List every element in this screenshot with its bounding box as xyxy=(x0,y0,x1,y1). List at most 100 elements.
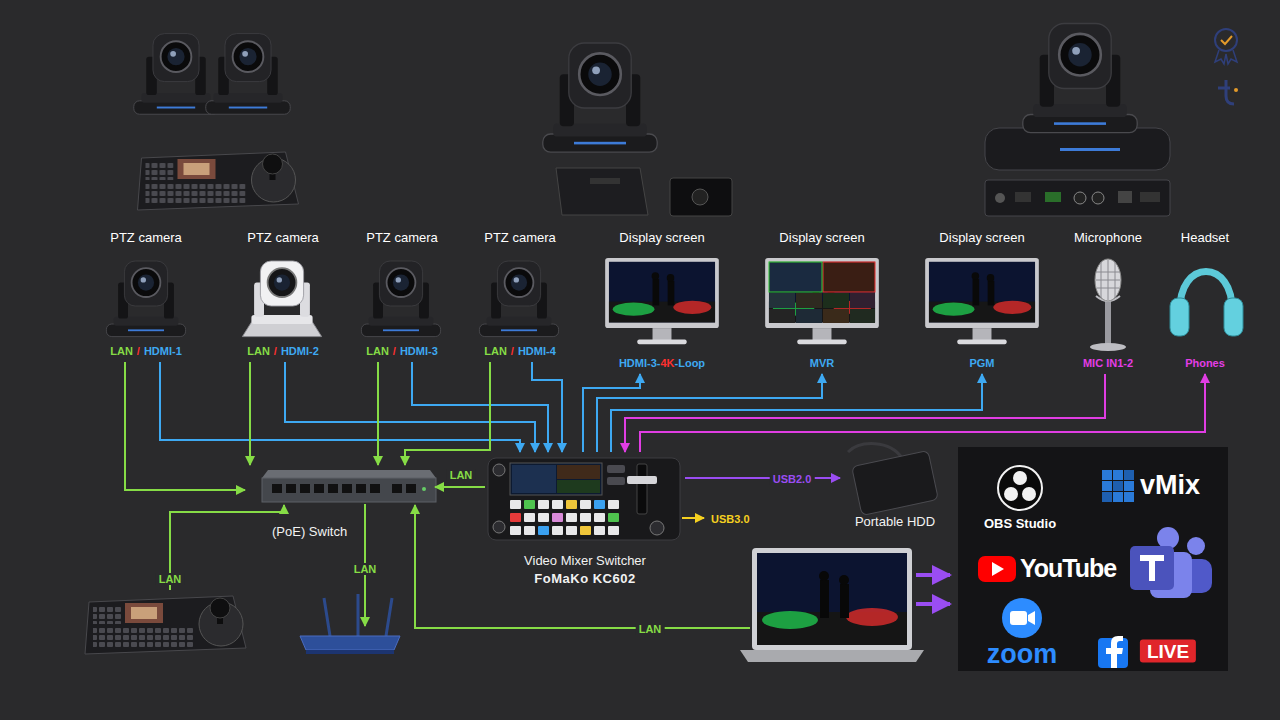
mixer-buttons-part xyxy=(566,526,577,535)
product-photos-part xyxy=(995,193,1005,203)
mixer-buttons-part xyxy=(538,500,549,509)
port-label: LAN xyxy=(484,345,507,357)
multiview-tiles-part xyxy=(796,309,822,323)
multiview-tiles-part xyxy=(769,309,795,323)
device-name: PTZ camera xyxy=(247,230,319,245)
mixer-buttons-part xyxy=(510,500,521,509)
vmix-logo xyxy=(1102,470,1134,502)
product-photos-part xyxy=(590,178,620,184)
port-row: MVR xyxy=(762,353,882,371)
mixer-buttons-part xyxy=(566,513,577,522)
youtube-logo-part xyxy=(992,562,1004,576)
signal-connector xyxy=(640,374,1205,452)
hdd-drawing-part xyxy=(852,450,939,515)
label-anchor: USB3.0 xyxy=(708,509,753,527)
mixer-buttons-part xyxy=(524,513,535,522)
watermark-icons xyxy=(1215,29,1238,104)
mixer-buttons-part xyxy=(580,513,591,522)
switch-drawing-part xyxy=(262,470,436,478)
label-anchor: LAN xyxy=(351,559,380,577)
device-title-row: Headset xyxy=(1160,228,1250,246)
camera-node: PTZ cameraLAN/HDMI-1 xyxy=(91,228,201,362)
mixer-drawing xyxy=(488,458,680,540)
device-name: PTZ camera xyxy=(484,230,556,245)
port-label: MVR xyxy=(810,357,834,369)
port-label: HDMI-3 xyxy=(400,345,438,357)
switch-drawing-part xyxy=(314,484,324,493)
switch-drawing-part xyxy=(262,478,436,502)
obs-logo-part xyxy=(1013,471,1027,485)
mixer-node: Video Mixer SwitcherFoMaKo KC602 xyxy=(485,452,685,590)
signal-connector xyxy=(125,362,245,490)
software-panel-node: OBS StudiovMixYouTubezoomLIVE xyxy=(958,447,1228,671)
zoom-logo-part xyxy=(1010,611,1027,625)
switch-drawing-part xyxy=(392,484,402,493)
product-photos-part xyxy=(692,189,708,205)
zoom-logo-part xyxy=(1028,611,1035,625)
laptop-drawing-part xyxy=(757,553,907,645)
switch-drawing-part xyxy=(370,484,380,493)
microphone-drawing-part xyxy=(1105,300,1111,344)
product-photos-part xyxy=(1045,192,1061,202)
port-label: / xyxy=(274,345,277,357)
static-wires xyxy=(170,504,950,628)
stream-arrow xyxy=(916,602,950,606)
laptop-drawing-part xyxy=(846,608,898,626)
mixer-buttons-part xyxy=(552,513,563,522)
multiview-tiles-part xyxy=(769,293,795,308)
teams-logo xyxy=(1130,527,1212,598)
device-title-row: Display screen xyxy=(762,228,882,246)
text-anchor: LIVE xyxy=(1140,641,1196,664)
mixer-buttons-part xyxy=(510,513,521,522)
software-panel xyxy=(958,447,1228,671)
caption-column: (PoE) Switch xyxy=(272,522,347,540)
port-row: HDMI-3-4K-Loop xyxy=(602,353,722,371)
port-label: HDMI-1 xyxy=(144,345,182,357)
product-photos-part xyxy=(138,152,299,210)
mixer-buttons-part xyxy=(594,500,605,509)
device-name: Display screen xyxy=(939,230,1024,245)
mixer-buttons-part xyxy=(580,526,591,535)
multiview-tiles xyxy=(769,262,875,323)
mixer-buttons-part xyxy=(510,526,521,535)
multiview-tiles-part xyxy=(850,309,875,323)
laptop-drawing-part xyxy=(762,611,818,629)
switch-drawing xyxy=(262,470,436,502)
product-photos-part xyxy=(670,178,732,216)
headset-drawing xyxy=(1170,272,1243,337)
product-photos-part xyxy=(134,34,218,115)
mixer-drawing-part xyxy=(493,464,505,476)
signal-connector xyxy=(412,362,548,452)
facebook-logo-part xyxy=(1106,636,1123,668)
device-photos-part xyxy=(479,261,558,337)
mixer-buttons-part xyxy=(566,500,577,509)
multiview-tiles-part xyxy=(823,262,875,292)
port-label: / xyxy=(511,345,514,357)
port-label: 4K xyxy=(660,357,674,369)
software-name: LIVE xyxy=(1140,640,1196,663)
caption-column: Video Mixer SwitcherFoMaKo KC602 xyxy=(485,551,685,587)
product-photos-part xyxy=(1023,24,1137,133)
mixer-buttons-part xyxy=(608,500,619,509)
mixer-buttons-part xyxy=(608,513,619,522)
display-node: Display screenMVR xyxy=(762,228,882,374)
obs-logo-part xyxy=(998,466,1042,510)
text-anchor: OBS Studio xyxy=(984,514,1056,532)
switch-node: (PoE) Switch xyxy=(245,465,435,543)
router-drawing-part xyxy=(324,594,392,636)
device-title-row: PTZ camera xyxy=(465,228,575,246)
vmix-logo-part xyxy=(1102,470,1112,480)
software-panel-part xyxy=(958,447,1228,671)
watermark-icons-part xyxy=(1221,36,1232,44)
mixer-buttons-part xyxy=(594,526,605,535)
software-name: vMix xyxy=(1140,470,1200,500)
device-name: Display screen xyxy=(779,230,864,245)
port-label: HDMI-4 xyxy=(518,345,556,357)
vmix-logo-part xyxy=(1113,481,1123,491)
zoom-logo xyxy=(1002,598,1042,638)
router-drawing-part xyxy=(300,636,400,650)
multiview-tiles-part xyxy=(823,309,849,323)
port-label: LAN xyxy=(636,623,665,635)
hdd-drawing xyxy=(848,444,938,516)
stream-arrow xyxy=(916,573,950,577)
